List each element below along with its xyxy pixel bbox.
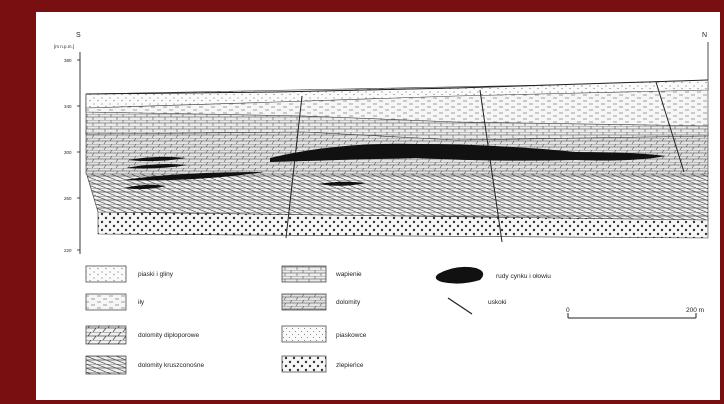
south-label: S — [76, 32, 81, 39]
axis-tick-4: 260 — [64, 196, 72, 201]
figure-panel: 380 340 300 260 220 [m n.p.m.] S N — [36, 12, 720, 400]
geologic-cross-section: 380 340 300 260 220 [m n.p.m.] S N — [54, 32, 708, 254]
legend: piaski i gliny iły dolomity diploporowe … — [86, 266, 551, 374]
legend-label-limestone: wapienie — [335, 271, 362, 278]
legend-label-conglomerate: zlepieńce — [336, 362, 364, 369]
legend-label-sands: piaski i gliny — [138, 271, 174, 278]
legend-label-diplopora: dolomity diploporowe — [138, 332, 199, 339]
legend-swatch-limestone — [282, 266, 326, 282]
legend-swatch-conglomerate — [282, 356, 326, 372]
legend-swatch-ore — [436, 267, 483, 284]
north-label: N — [702, 32, 707, 39]
scale-start: 0 — [566, 307, 570, 314]
legend-label-ore: rudy cynku i ołowiu — [496, 273, 551, 280]
legend-swatch-sands — [86, 266, 126, 282]
legend-swatch-silts — [86, 294, 126, 310]
legend-swatch-dolomite — [282, 294, 326, 310]
legend-label-silts: iły — [138, 299, 145, 306]
legend-swatch-sandstone — [282, 326, 326, 342]
legend-swatch-ore-dolomite — [86, 356, 126, 374]
legend-label-ore-dolomite: dolomity kruszconośne — [138, 362, 204, 369]
axis-tick-1: 380 — [64, 58, 72, 63]
legend-label-fault: uskoki — [488, 299, 506, 306]
axis-unit: [m n.p.m.] — [54, 44, 74, 49]
axis-tick-2: 340 — [64, 104, 72, 109]
axis-tick-3: 300 — [64, 150, 72, 155]
legend-label-dolomite: dolomity — [336, 299, 361, 306]
elevation-axis: 380 340 300 260 220 [m n.p.m.] — [54, 44, 80, 254]
legend-swatch-fault — [448, 298, 472, 314]
scale-bar: 0 200 m — [566, 307, 704, 318]
legend-label-sandstone: piaskowce — [336, 332, 367, 339]
legend-swatch-diplopora — [86, 326, 126, 344]
axis-tick-5: 220 — [64, 248, 72, 253]
scale-end: 200 m — [686, 307, 704, 314]
